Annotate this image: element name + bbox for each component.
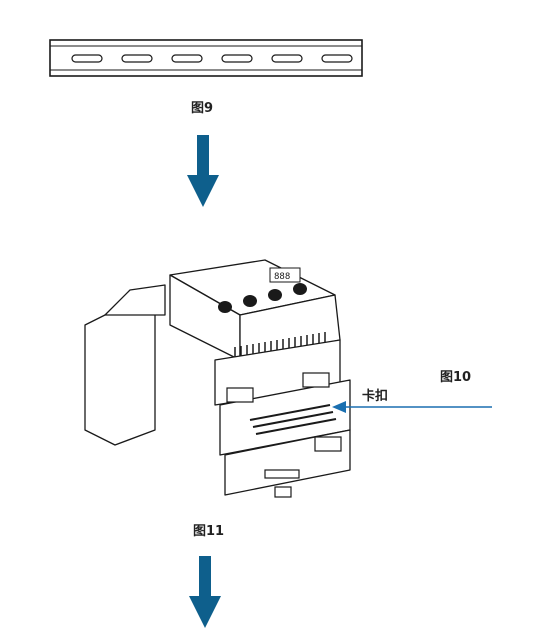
arrow-down-icon (189, 556, 221, 628)
svg-text:888: 888 (274, 272, 290, 282)
clip-callout-label: 卡扣 (362, 389, 389, 404)
arrow-down-icon (187, 135, 219, 207)
figure-9-label: 图9 (191, 101, 214, 116)
controller-device-illustration: 888 (84, 259, 351, 498)
figure-11-label: 图11 (193, 524, 225, 539)
figure-10-label: 图10 (440, 370, 472, 385)
arrow-left-icon (332, 401, 492, 413)
din-rail (49, 39, 363, 77)
